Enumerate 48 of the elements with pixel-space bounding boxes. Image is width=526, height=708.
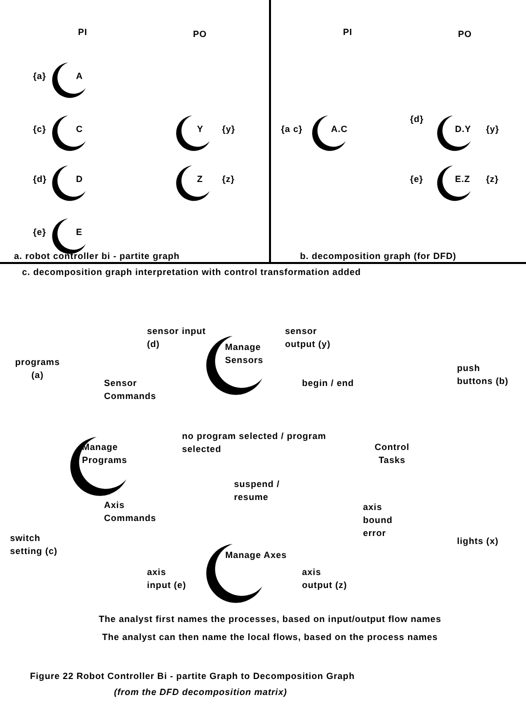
- flow-label: axis input (e): [147, 566, 188, 592]
- flow-set-label: {d}: [33, 173, 47, 186]
- panel-caption: a. robot controller bi - partite graph: [14, 250, 181, 263]
- process-label: D.Y: [455, 123, 472, 136]
- note-text: The analyst can then name the local flows, based on the process names: [101, 631, 439, 644]
- process-label: E.Z: [455, 173, 472, 186]
- flow-label: lights (x): [457, 535, 500, 548]
- flow-set-label: {z}: [486, 173, 499, 186]
- flow-set-label: {a}: [33, 70, 46, 83]
- process-label: A.C: [331, 123, 349, 136]
- flow-set-label: {c}: [33, 123, 46, 136]
- process-label: Manage Axes: [225, 549, 287, 562]
- flow-label: begin / end: [302, 377, 355, 390]
- flow-label: sensor output (y): [285, 325, 332, 351]
- process-label: D: [76, 173, 84, 186]
- flow-label: Sensor Commands: [104, 377, 158, 403]
- flow-label: programs (a): [15, 356, 60, 382]
- flow-set-label: {a c}: [281, 123, 303, 136]
- flow-label: suspend / resume: [234, 478, 281, 504]
- flow-set-label: {y}: [222, 123, 236, 136]
- flow-label: switch setting (c): [10, 532, 58, 558]
- process-label: A: [76, 70, 84, 83]
- process-label: Manage Sensors: [225, 341, 264, 367]
- figure-caption: Figure 22 Robot Controller Bi - partite Graph to Decomposition Graph: [30, 670, 356, 683]
- figure-subcaption: (from the DFD decomposition matrix): [114, 686, 288, 699]
- panel-caption: c. decomposition graph interpretation with control transformation added: [22, 266, 362, 279]
- note-text: The analyst first names the processes, based on input/output flow names: [98, 613, 442, 626]
- flow-label: no program selected / program selected: [182, 430, 328, 456]
- flow-label: axis bound error: [363, 501, 394, 540]
- flow-set-label: {d}: [410, 113, 424, 126]
- process-label: E: [76, 226, 84, 239]
- process-label: Z: [197, 173, 204, 186]
- flow-label: Axis Commands: [104, 499, 158, 525]
- process-label: C: [76, 123, 84, 136]
- process-label: Y: [197, 123, 204, 136]
- column-heading: PO: [458, 28, 473, 41]
- flow-set-label: {e}: [33, 226, 46, 239]
- flow-set-label: {y}: [486, 123, 500, 136]
- column-heading: PI: [78, 26, 88, 39]
- flow-label: axis output (z): [302, 566, 348, 592]
- panel-caption: b. decomposition graph (for DFD): [300, 250, 458, 263]
- column-heading: PO: [193, 28, 208, 41]
- flow-label: push buttons (b): [457, 362, 510, 388]
- flow-set-label: {e}: [410, 173, 424, 186]
- process-label: Control Tasks: [374, 441, 410, 467]
- flow-set-label: {z}: [222, 173, 235, 186]
- flow-label: sensor input (d): [147, 325, 207, 351]
- column-heading: PI: [343, 26, 354, 39]
